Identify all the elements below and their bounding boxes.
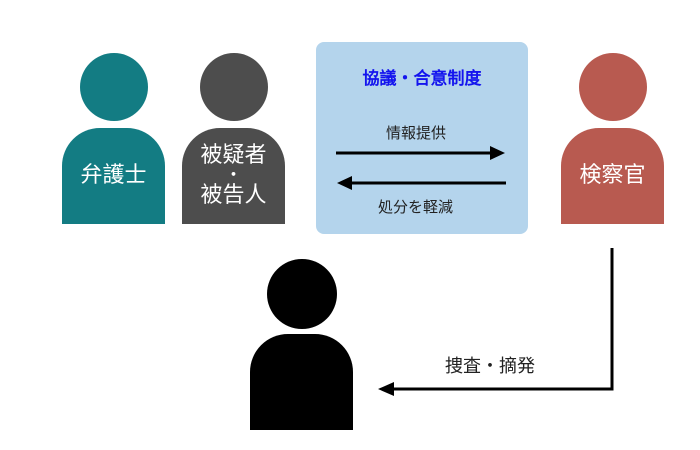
info-provision-label: 情報提供 <box>386 124 447 142</box>
investigation-arrow <box>378 248 614 396</box>
reduced-sentence-arrow <box>337 176 506 190</box>
suspect-label-line1: 被疑者 <box>200 142 267 168</box>
prosecutor-body: 検察官 <box>561 128 664 224</box>
agreement-box: 協議・合意制度 <box>316 42 528 234</box>
lawyer-label: 弁護士 <box>80 162 147 188</box>
info-provision-arrow <box>336 146 505 160</box>
lawyer-body: 弁護士 <box>62 128 165 224</box>
target-body <box>250 334 353 430</box>
target-head <box>267 259 337 329</box>
prosecutor-label: 検察官 <box>579 162 646 188</box>
suspect-head <box>200 53 268 121</box>
reduced-sentence-label: 処分を軽減 <box>378 198 454 216</box>
agreement-box-title: 協議・合意制度 <box>362 69 482 89</box>
lawyer-head <box>80 53 148 121</box>
suspect-label: 被疑者 ・ 被告人 <box>200 142 267 209</box>
prosecutor-head <box>579 53 647 121</box>
investigation-label: 捜査・摘発 <box>445 356 535 377</box>
suspect-body: 被疑者 ・ 被告人 <box>182 128 285 224</box>
suspect-label-dot: ・ <box>224 164 243 186</box>
suspect-label-line2: 被告人 <box>200 183 267 209</box>
